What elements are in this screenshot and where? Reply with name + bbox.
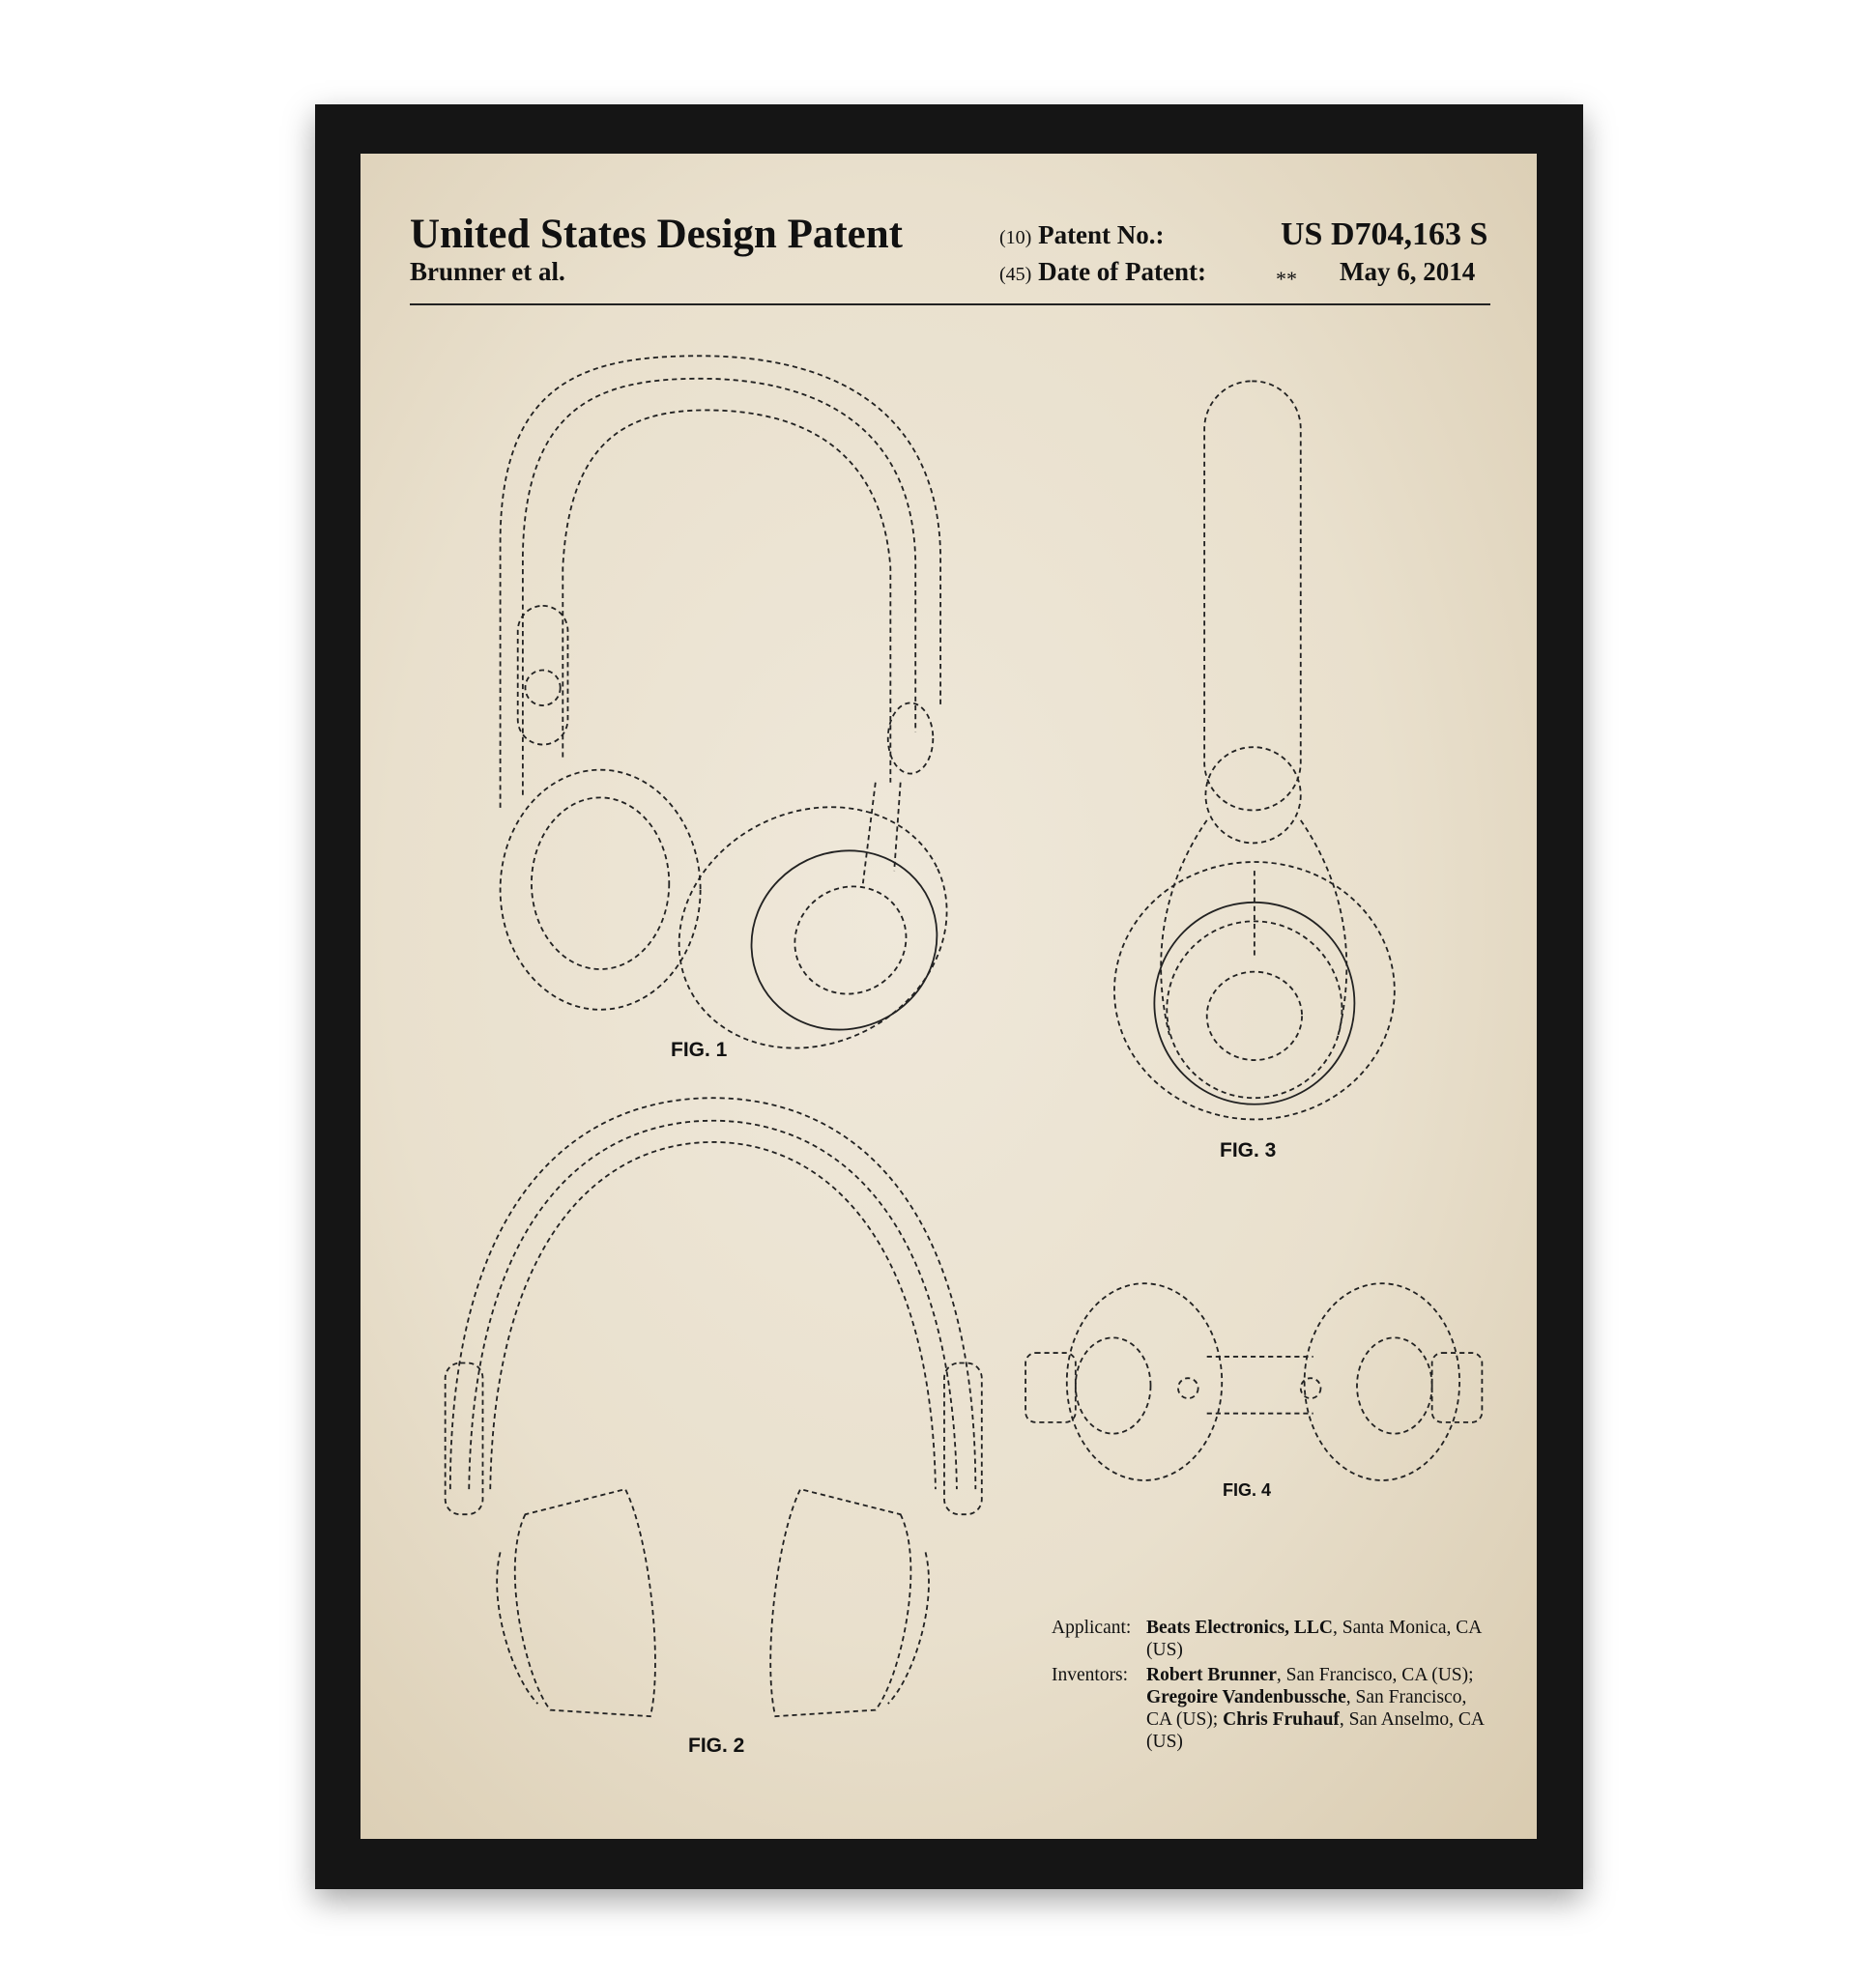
label: Date of Patent: xyxy=(1038,257,1207,286)
date-marker: ** xyxy=(1276,267,1297,291)
patent-number-value: US D704,163 S xyxy=(1281,216,1488,252)
inventor-location: , San Anselmo, CA (US) xyxy=(1146,1709,1484,1752)
applicant-row: Applicant: Beats Electronics, LLC, Santa… xyxy=(1052,1617,1494,1661)
patent-number-label: (10) Patent No.: xyxy=(999,220,1165,250)
applicant-label: Applicant: xyxy=(1052,1618,1132,1638)
patent-authors: Brunner et al. xyxy=(410,257,565,286)
patent-date-label: (45) Date of Patent: xyxy=(999,257,1206,287)
fig4-headphones-top-drawing xyxy=(1025,1282,1484,1481)
label: Patent No.: xyxy=(1038,220,1165,249)
code: (10) xyxy=(999,227,1032,248)
patent-title: United States Design Patent xyxy=(410,212,903,257)
fig2-headphones-front-drawing xyxy=(444,1097,983,1718)
patent-info-block: Applicant: Beats Electronics, LLC, Santa… xyxy=(1052,1617,1494,1756)
inventor-name: Robert Brunner xyxy=(1146,1665,1277,1685)
applicant-name: Beats Electronics, LLC xyxy=(1146,1618,1334,1638)
inventor-name: Gregoire Vandenbussche xyxy=(1146,1687,1346,1707)
patent-date-value: May 6, 2014 xyxy=(1340,257,1476,286)
applicant-value: Beats Electronics, LLC, Santa Monica, CA… xyxy=(1146,1617,1494,1661)
inventor-name: Chris Fruhauf xyxy=(1223,1709,1340,1730)
inventor-location: , San Francisco, CA (US); xyxy=(1276,1665,1474,1685)
fig1-label: FIG. 1 xyxy=(671,1039,728,1061)
code: (45) xyxy=(999,264,1032,285)
header-divider xyxy=(410,303,1490,305)
fig3-headphones-side-drawing xyxy=(1113,380,1396,1121)
inventors-label: Inventors: xyxy=(1052,1665,1129,1685)
inventors-row: Inventors: Robert Brunner, San Francisco… xyxy=(1052,1664,1494,1753)
applicant-location: , Santa Monica, CA (US) xyxy=(1146,1618,1482,1660)
fig3-label: FIG. 3 xyxy=(1220,1139,1277,1162)
fig4-label: FIG. 4 xyxy=(1223,1480,1272,1500)
fig1-headphones-drawing xyxy=(499,355,948,1049)
inventors-value: Robert Brunner, San Francisco, CA (US); … xyxy=(1146,1664,1494,1753)
fig2-label: FIG. 2 xyxy=(688,1735,745,1757)
inventor-location: , San Francisco, CA (US); xyxy=(1146,1687,1467,1730)
